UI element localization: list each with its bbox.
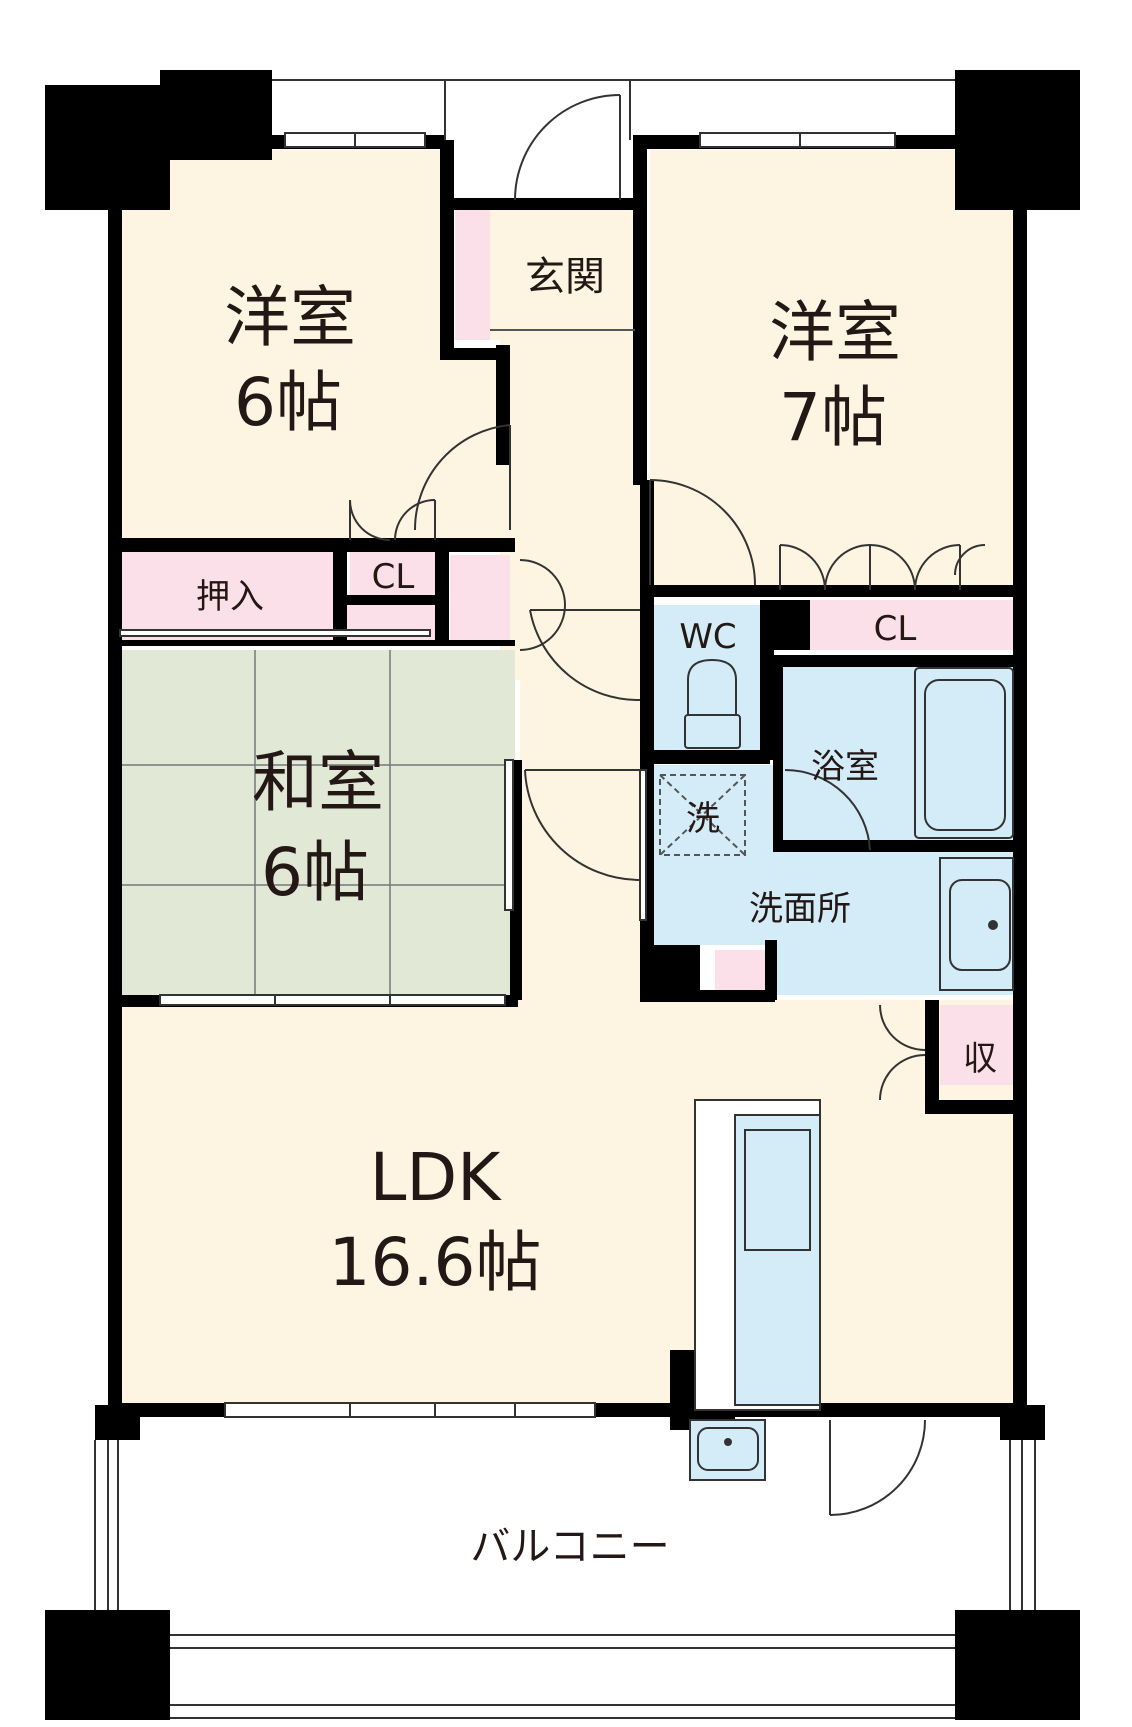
washroom-label: 洗面所 (749, 889, 851, 929)
column-top-left (45, 85, 170, 210)
labels: 洋室 6帖 洋室 7帖 玄関 押入 CL WC CL 浴室 洗 洗面所 収 和室… (196, 254, 997, 1570)
windows (119, 132, 896, 1418)
storage-floor (940, 1005, 1015, 1085)
column-bottom-right (955, 1610, 1080, 1720)
western6-floor (120, 150, 510, 540)
western7-floor (650, 150, 1015, 590)
toilet-icon (684, 658, 741, 749)
column-bottom-left (45, 1610, 170, 1720)
column-top-right (955, 70, 1080, 210)
western7-size: 7帖 (779, 379, 887, 456)
doors (349, 94, 986, 1516)
cl-large-floor (810, 600, 1015, 650)
entrance-label: 玄関 (525, 254, 605, 300)
western6-name: 洋室 (224, 279, 356, 356)
tatami-grid (120, 650, 515, 995)
oshiire-floor (120, 550, 335, 640)
washer-label: 洗 (686, 799, 720, 839)
balcony-label: バルコニー (470, 1524, 669, 1570)
western7-name: 洋室 (769, 294, 901, 371)
oshiire-label: 押入 (196, 577, 264, 617)
sink-icon (939, 857, 1014, 991)
window-mullions (274, 133, 801, 1417)
balcony-sink-icon (689, 1419, 766, 1481)
balcony-floor (130, 1425, 1000, 1610)
tatami-floor (120, 650, 515, 995)
entrance-floor (490, 210, 635, 340)
closet-large-label: CL (874, 609, 917, 649)
hall-storage-floor (450, 555, 510, 640)
ldk-name: LDK (370, 1139, 503, 1216)
entrance-shoebox (455, 210, 490, 340)
washroom-floor (650, 765, 1015, 995)
storage-label: 収 (963, 1039, 997, 1079)
hall-floor (500, 340, 640, 1000)
washer-icon (659, 774, 746, 856)
wc-label: WC (679, 617, 736, 657)
ldk-size: 16.6帖 (329, 1224, 542, 1301)
balcony-railings (94, 79, 1036, 1719)
washroom-storage (715, 950, 770, 990)
japanese-name: 和室 (252, 744, 384, 821)
bath-label: 浴室 (811, 747, 879, 787)
western6-size: 6帖 (234, 364, 342, 441)
japanese-size: 6帖 (261, 834, 369, 911)
ldk-floor (120, 1000, 1015, 1410)
kitchen-counter-icon (694, 1099, 821, 1411)
bathtub-icon (914, 667, 1014, 839)
column-top-left-2 (160, 70, 272, 160)
closet-small-label: CL (372, 557, 415, 597)
cl-small-floor (350, 550, 435, 595)
